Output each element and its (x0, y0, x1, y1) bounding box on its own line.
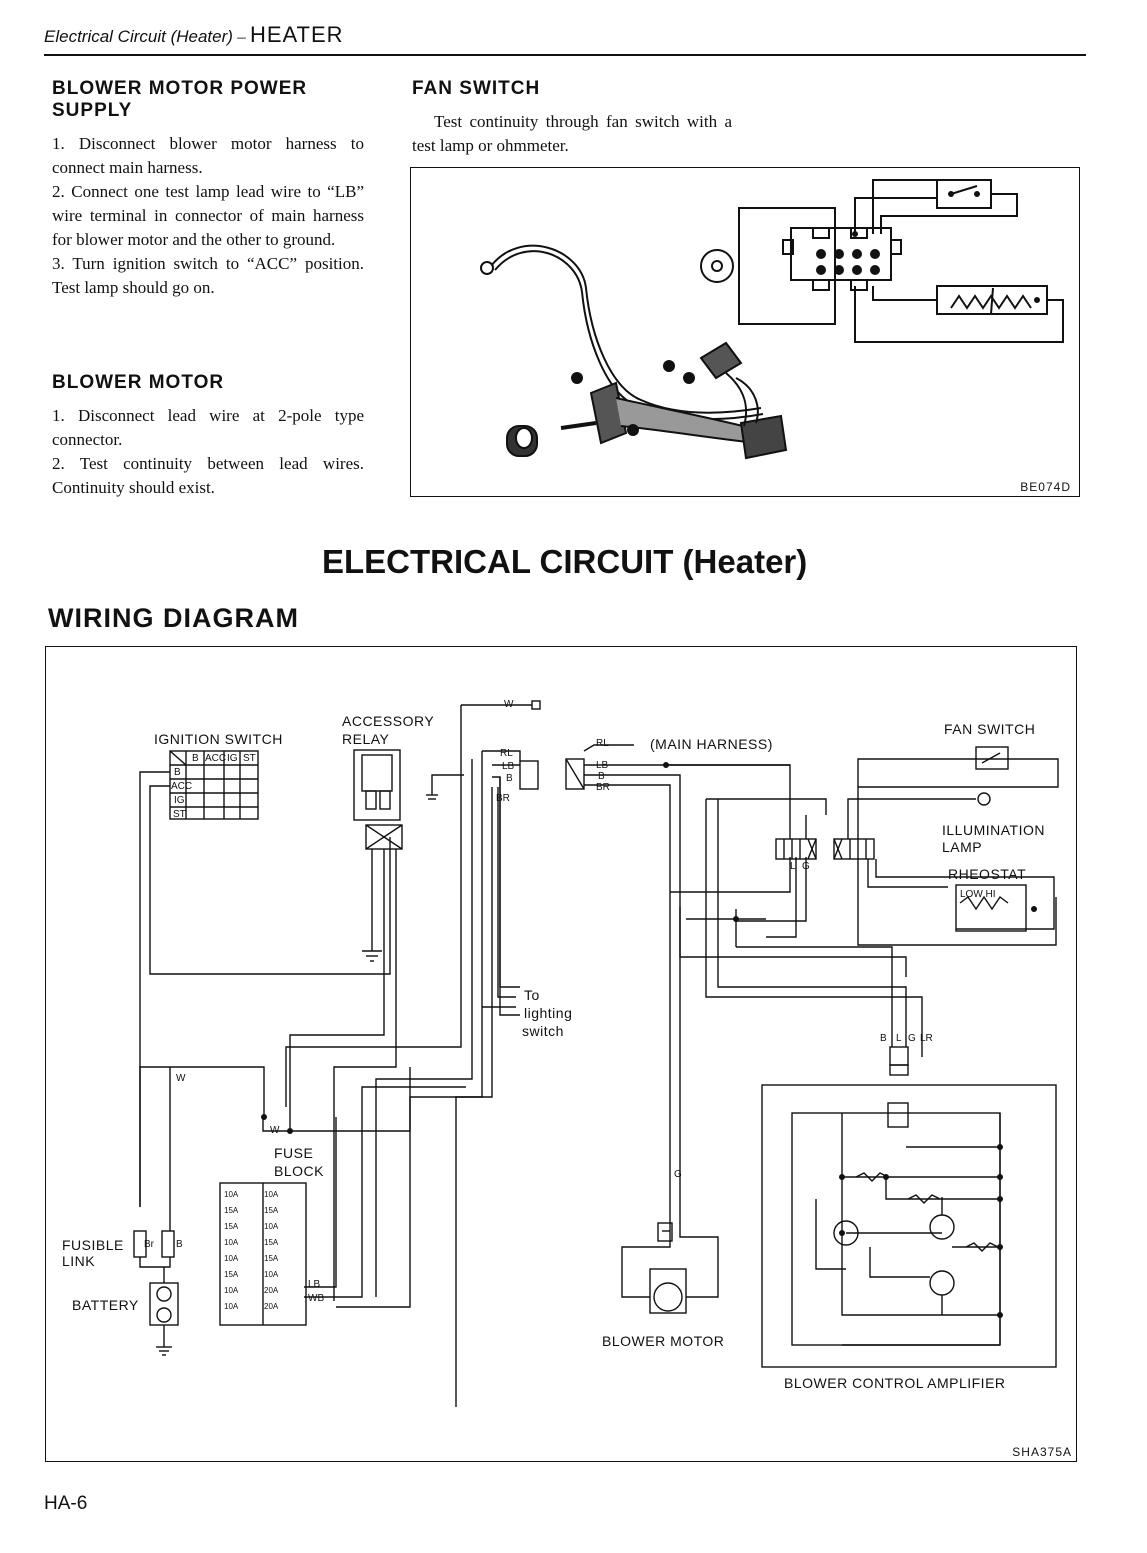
blower-power-step: 1. Disconnect blower motor harness to co… (52, 134, 364, 177)
wire-code-b-link: B (176, 1239, 183, 1250)
blower-motor-label: BLOWER MOTOR (602, 1333, 725, 1349)
fuse-value: 10A (224, 1238, 239, 1247)
wiring-schematic (133, 700, 1059, 1407)
fuse-value: 20A (264, 1302, 279, 1311)
relay-label: RELAY (342, 731, 390, 747)
fuse-value: 10A (264, 1222, 279, 1231)
wire-code-lb: LB (502, 761, 515, 772)
to-label: To (524, 987, 540, 1003)
fan-switch-figure: BE074D (410, 167, 1080, 497)
wire-code-g-amp: G (908, 1033, 916, 1044)
blower-power-title-line1: BLOWER MOTOR POWER (52, 78, 308, 99)
amplifier-label: BLOWER CONTROL AMPLIFIER (784, 1375, 1006, 1391)
fan-switch-title: FAN SWITCH (412, 78, 541, 99)
fusible-label: FUSIBLE (62, 1237, 124, 1253)
fan-switch-illustration (480, 179, 1064, 460)
ign-col-b: B (192, 753, 199, 764)
blower-motor-step: 1. Disconnect lead wire at 2-pole type c… (52, 406, 364, 449)
diagram-figure-code: SHA375A (1012, 1445, 1072, 1459)
wire-code-g-motor: G (674, 1169, 682, 1180)
fuse-value: 10A (224, 1286, 239, 1295)
block-label: BLOCK (274, 1163, 324, 1179)
wire-code-br-link: Br (144, 1239, 154, 1250)
fan-switch-figure-code: BE074D (1020, 480, 1071, 494)
ignition-switch-label: IGNITION SWITCH (154, 731, 283, 747)
fuse-value: 10A (224, 1254, 239, 1263)
wire-code-g: G (802, 861, 810, 872)
blower-power-title: BLOWER MOTOR POWER SUPPLY (52, 78, 307, 122)
wire-code-br: BR (496, 793, 510, 804)
illumination-label: ILLUMINATION (942, 822, 1045, 838)
fuse-value: 15A (264, 1254, 279, 1263)
wire-code-rl: RL (500, 748, 513, 759)
rheostat-label: RHEOSTAT (948, 866, 1027, 882)
wire-code-br-main: BR (596, 782, 610, 793)
blower-power-title-line2: SUPPLY (52, 100, 133, 121)
blower-motor-title: BLOWER MOTOR (52, 372, 225, 393)
wire-code-lb-fuse: LB (308, 1279, 321, 1290)
ign-row-b: B (174, 767, 181, 778)
fan-switch-label: FAN SWITCH (944, 721, 1036, 737)
battery-label: BATTERY (72, 1297, 139, 1313)
wire-code-lb-main: LB (596, 760, 609, 771)
fuse-value: 15A (264, 1206, 279, 1215)
blower-power-steps: 1. Disconnect blower motor harness to co… (52, 132, 364, 300)
fuse-value: 10A (264, 1190, 279, 1199)
wire-code-b-amp: B (880, 1033, 887, 1044)
blower-motor-steps: 1. Disconnect lead wire at 2-pole type c… (52, 404, 364, 500)
ign-row-ig: IG (174, 795, 185, 806)
wire-code-l-amp: L (896, 1033, 902, 1044)
wire-code-w-junction: W (270, 1125, 280, 1136)
fuse-label: FUSE (274, 1145, 314, 1161)
wire-code-lr: LR (920, 1033, 933, 1044)
fan-switch-text: Test continuity through fan switch with … (412, 112, 732, 155)
fuse-value: 15A (264, 1238, 279, 1247)
link-label: LINK (62, 1253, 96, 1269)
fuse-value: 10A (224, 1302, 239, 1311)
fuse-grid: 10A 10A 15A 15A 15A 10A 10A 15A 10A 15A … (224, 1187, 304, 1315)
wiring-title: WIRING DIAGRAM (48, 603, 299, 633)
wire-code-w: W (504, 699, 514, 710)
rheostat-scale: LOW HI (960, 889, 996, 900)
switch-label: switch (522, 1023, 564, 1039)
main-harness-label: (MAIN HARNESS) (650, 736, 773, 752)
wiring-diagram: IGNITION SWITCH ACCESSORY RELAY (MAIN HA… (45, 646, 1077, 1462)
header-separator: – (232, 27, 250, 46)
page-number: HA-6 (44, 1493, 88, 1514)
ign-col-ig: IG (227, 753, 238, 764)
fuse-value: 15A (224, 1222, 239, 1231)
blower-motor-step: 2. Test continuity between lead wires. C… (52, 454, 364, 497)
blower-power-step: 3. Turn ignition switch to “ACC” positio… (52, 254, 364, 297)
wire-code-w-fuse: W (176, 1073, 186, 1084)
ign-row-acc: ACC (171, 781, 193, 792)
fuse-value: 10A (264, 1270, 279, 1279)
wire-code-l: L (790, 861, 796, 872)
wire-code-rl-main: RL (596, 738, 609, 749)
header-section: Electrical Circuit (Heater) (44, 27, 233, 46)
ign-row-st: ST (173, 809, 186, 820)
section-title: ELECTRICAL CIRCUIT (Heater) (322, 543, 808, 580)
lighting-label: lighting (524, 1005, 573, 1021)
header-chapter: HEATER (249, 22, 344, 47)
wire-code-b: B (506, 773, 513, 784)
ign-col-acc: ACC (205, 753, 227, 764)
header-rule (44, 54, 1086, 56)
accessory-label: ACCESSORY (342, 713, 435, 729)
fuse-value: 15A (224, 1206, 239, 1215)
page-header: Electrical Circuit (Heater) – HEATER (44, 22, 344, 48)
wire-code-wb-fuse: WB (308, 1293, 325, 1304)
lamp-label: LAMP (942, 839, 983, 855)
blower-power-step: 2. Connect one test lamp lead wire to “L… (52, 182, 364, 249)
fuse-value: 10A (224, 1190, 239, 1199)
fuse-value: 15A (224, 1270, 239, 1279)
wire-code-b-main: B (598, 771, 605, 782)
ign-col-st: ST (243, 753, 256, 764)
fuse-value: 20A (264, 1286, 279, 1295)
